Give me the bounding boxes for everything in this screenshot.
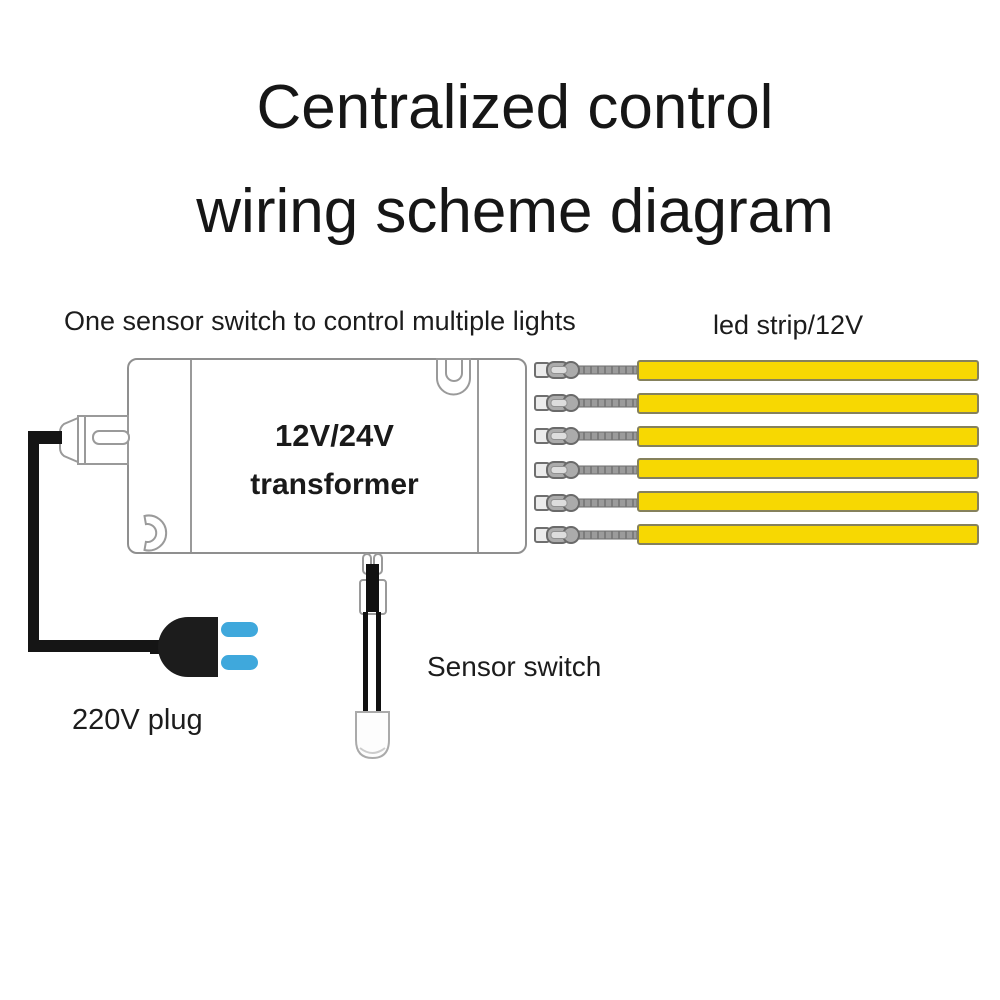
strip-connector [534,461,638,479]
strip-connectors [534,361,638,544]
mounting-tab-top-icon [436,358,471,396]
led-strip [637,426,979,447]
led-strip-label: led strip/12V [713,310,864,340]
sensor-control-note: One sensor switch to control multiple li… [64,306,576,336]
strip-connector [534,526,638,544]
sensor-switch-label: Sensor switch [427,651,602,682]
plug-label: 220V plug [72,704,203,736]
led-strip [637,360,979,381]
strip-connector [534,427,638,445]
plug-icon [150,617,258,677]
sensor-switch-icon [355,553,390,760]
transformer-mounting-tabs [143,358,471,552]
led-strip [637,491,979,512]
title-line-1: Centralized control [256,73,774,142]
transformer-inner-line-right [477,360,479,552]
title-line-2: wiring scheme diagram [196,177,834,246]
mounting-tab-bottom-icon [143,514,168,552]
strip-connector [534,494,638,512]
led-strip [637,393,979,414]
led-strip [637,524,979,545]
dc-barrel-connector-icon [59,415,130,465]
plug-prong-bottom [221,655,258,670]
strip-connector [534,361,638,379]
power-wire-bottom [28,640,160,652]
transformer-name-text: transformer [250,468,419,501]
transformer-inner-line-left [190,360,192,552]
plug-prong-top [221,622,258,637]
transformer-voltage-text: 12V/24V [275,418,394,453]
led-strip [637,458,979,479]
strip-connector [534,394,638,412]
transformer-box: 12V/24V transformer [127,358,527,554]
power-wire-vertical [28,431,39,652]
